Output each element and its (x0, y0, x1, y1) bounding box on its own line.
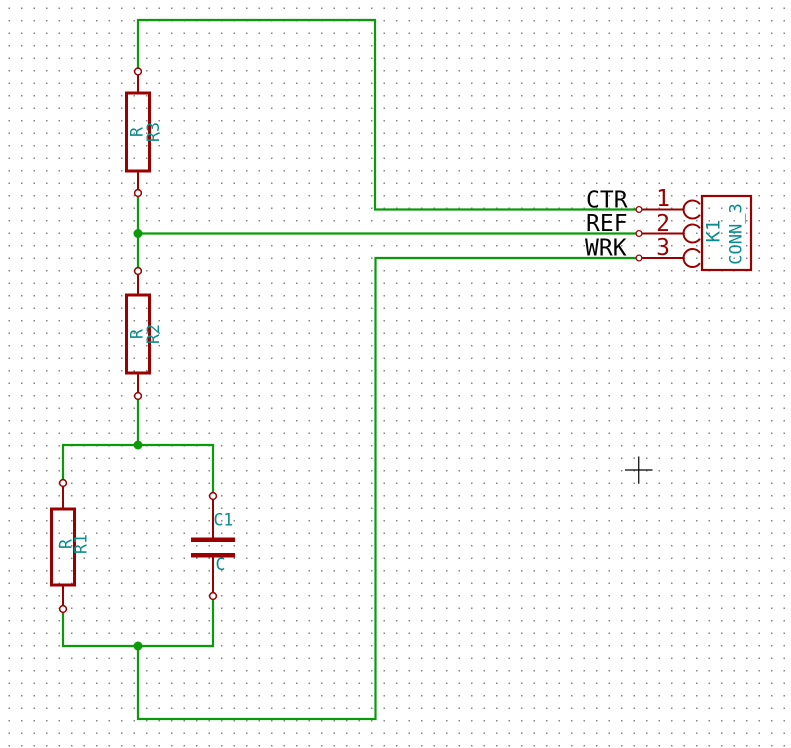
resistor-r2[interactable]: R R2 (125, 266, 164, 401)
k1-pin3-socket-arc (682, 248, 701, 268)
c1-plate-bottom[interactable] (191, 553, 235, 558)
resistor-r1[interactable]: R R1 (50, 478, 91, 614)
wire-net-wrk[interactable] (136, 256, 637, 721)
net-label-ref[interactable]: REF (586, 211, 628, 237)
k1-pin3-end-circle (635, 254, 643, 262)
k1-pin1-socket-arc (682, 199, 701, 220)
r2-pin-end-bottom-circle (133, 391, 143, 401)
connector-k1[interactable]: 1 2 3 K1 CONN_3 (635, 186, 753, 272)
junction-dot-ref (133, 229, 143, 238)
k1-value-text[interactable]: CONN_3 (727, 203, 747, 264)
wire-parallel-bottom-bus[interactable] (61, 599, 215, 648)
r3-pin-end-bottom-circle (133, 188, 143, 198)
k1-pin1-number: 1 (656, 186, 670, 212)
k1-pin2-socket-arc (682, 223, 701, 244)
r2-body[interactable] (125, 293, 151, 375)
c1-reference-text[interactable]: C1 (214, 511, 234, 530)
r1-pin-end-bottom-circle (58, 604, 68, 614)
wire-net-ctr[interactable] (136, 18, 637, 211)
junction-dot-top-bus (133, 440, 143, 450)
k1-pin1-end-circle (635, 205, 643, 214)
net-label-wrk[interactable]: WRK (585, 236, 627, 262)
wire-parallel-top-bus[interactable] (61, 443, 215, 493)
r1-body[interactable] (50, 507, 76, 587)
r1-value-text[interactable]: R (57, 539, 76, 549)
c1-plate-top[interactable] (191, 537, 235, 543)
r3-value-text[interactable]: R (128, 127, 147, 137)
r1-pin-end-top-circle (58, 478, 68, 488)
c1-value-text[interactable]: C (216, 555, 226, 574)
r3-reference-text[interactable]: R3 (144, 122, 163, 142)
r2-reference-text[interactable]: R2 (144, 324, 163, 344)
k1-pin3-number: 3 (656, 235, 670, 261)
k1-reference-text[interactable]: K1 (703, 220, 725, 243)
r3-pin-end-top-circle (133, 67, 143, 76)
net-label-ctr[interactable]: CTR (586, 188, 628, 214)
r1-reference-text[interactable]: R1 (72, 534, 91, 554)
k1-pin2-end-circle (635, 229, 643, 238)
c1-pin-end-bottom-circle (208, 591, 218, 601)
resistor-r3[interactable]: R R3 (125, 67, 164, 198)
junction-dot-bottom-bus (133, 641, 143, 651)
k1-body[interactable] (700, 194, 753, 272)
capacitor-c1[interactable]: C1 C (191, 491, 235, 601)
r2-value-text[interactable]: R (128, 329, 147, 339)
k1-pin2-number: 2 (656, 211, 670, 237)
r2-pin-end-top-circle (133, 266, 143, 276)
c1-pin-end-top-circle (208, 491, 218, 501)
cursor-crosshair-icon (625, 456, 653, 484)
r3-body[interactable] (125, 91, 151, 173)
